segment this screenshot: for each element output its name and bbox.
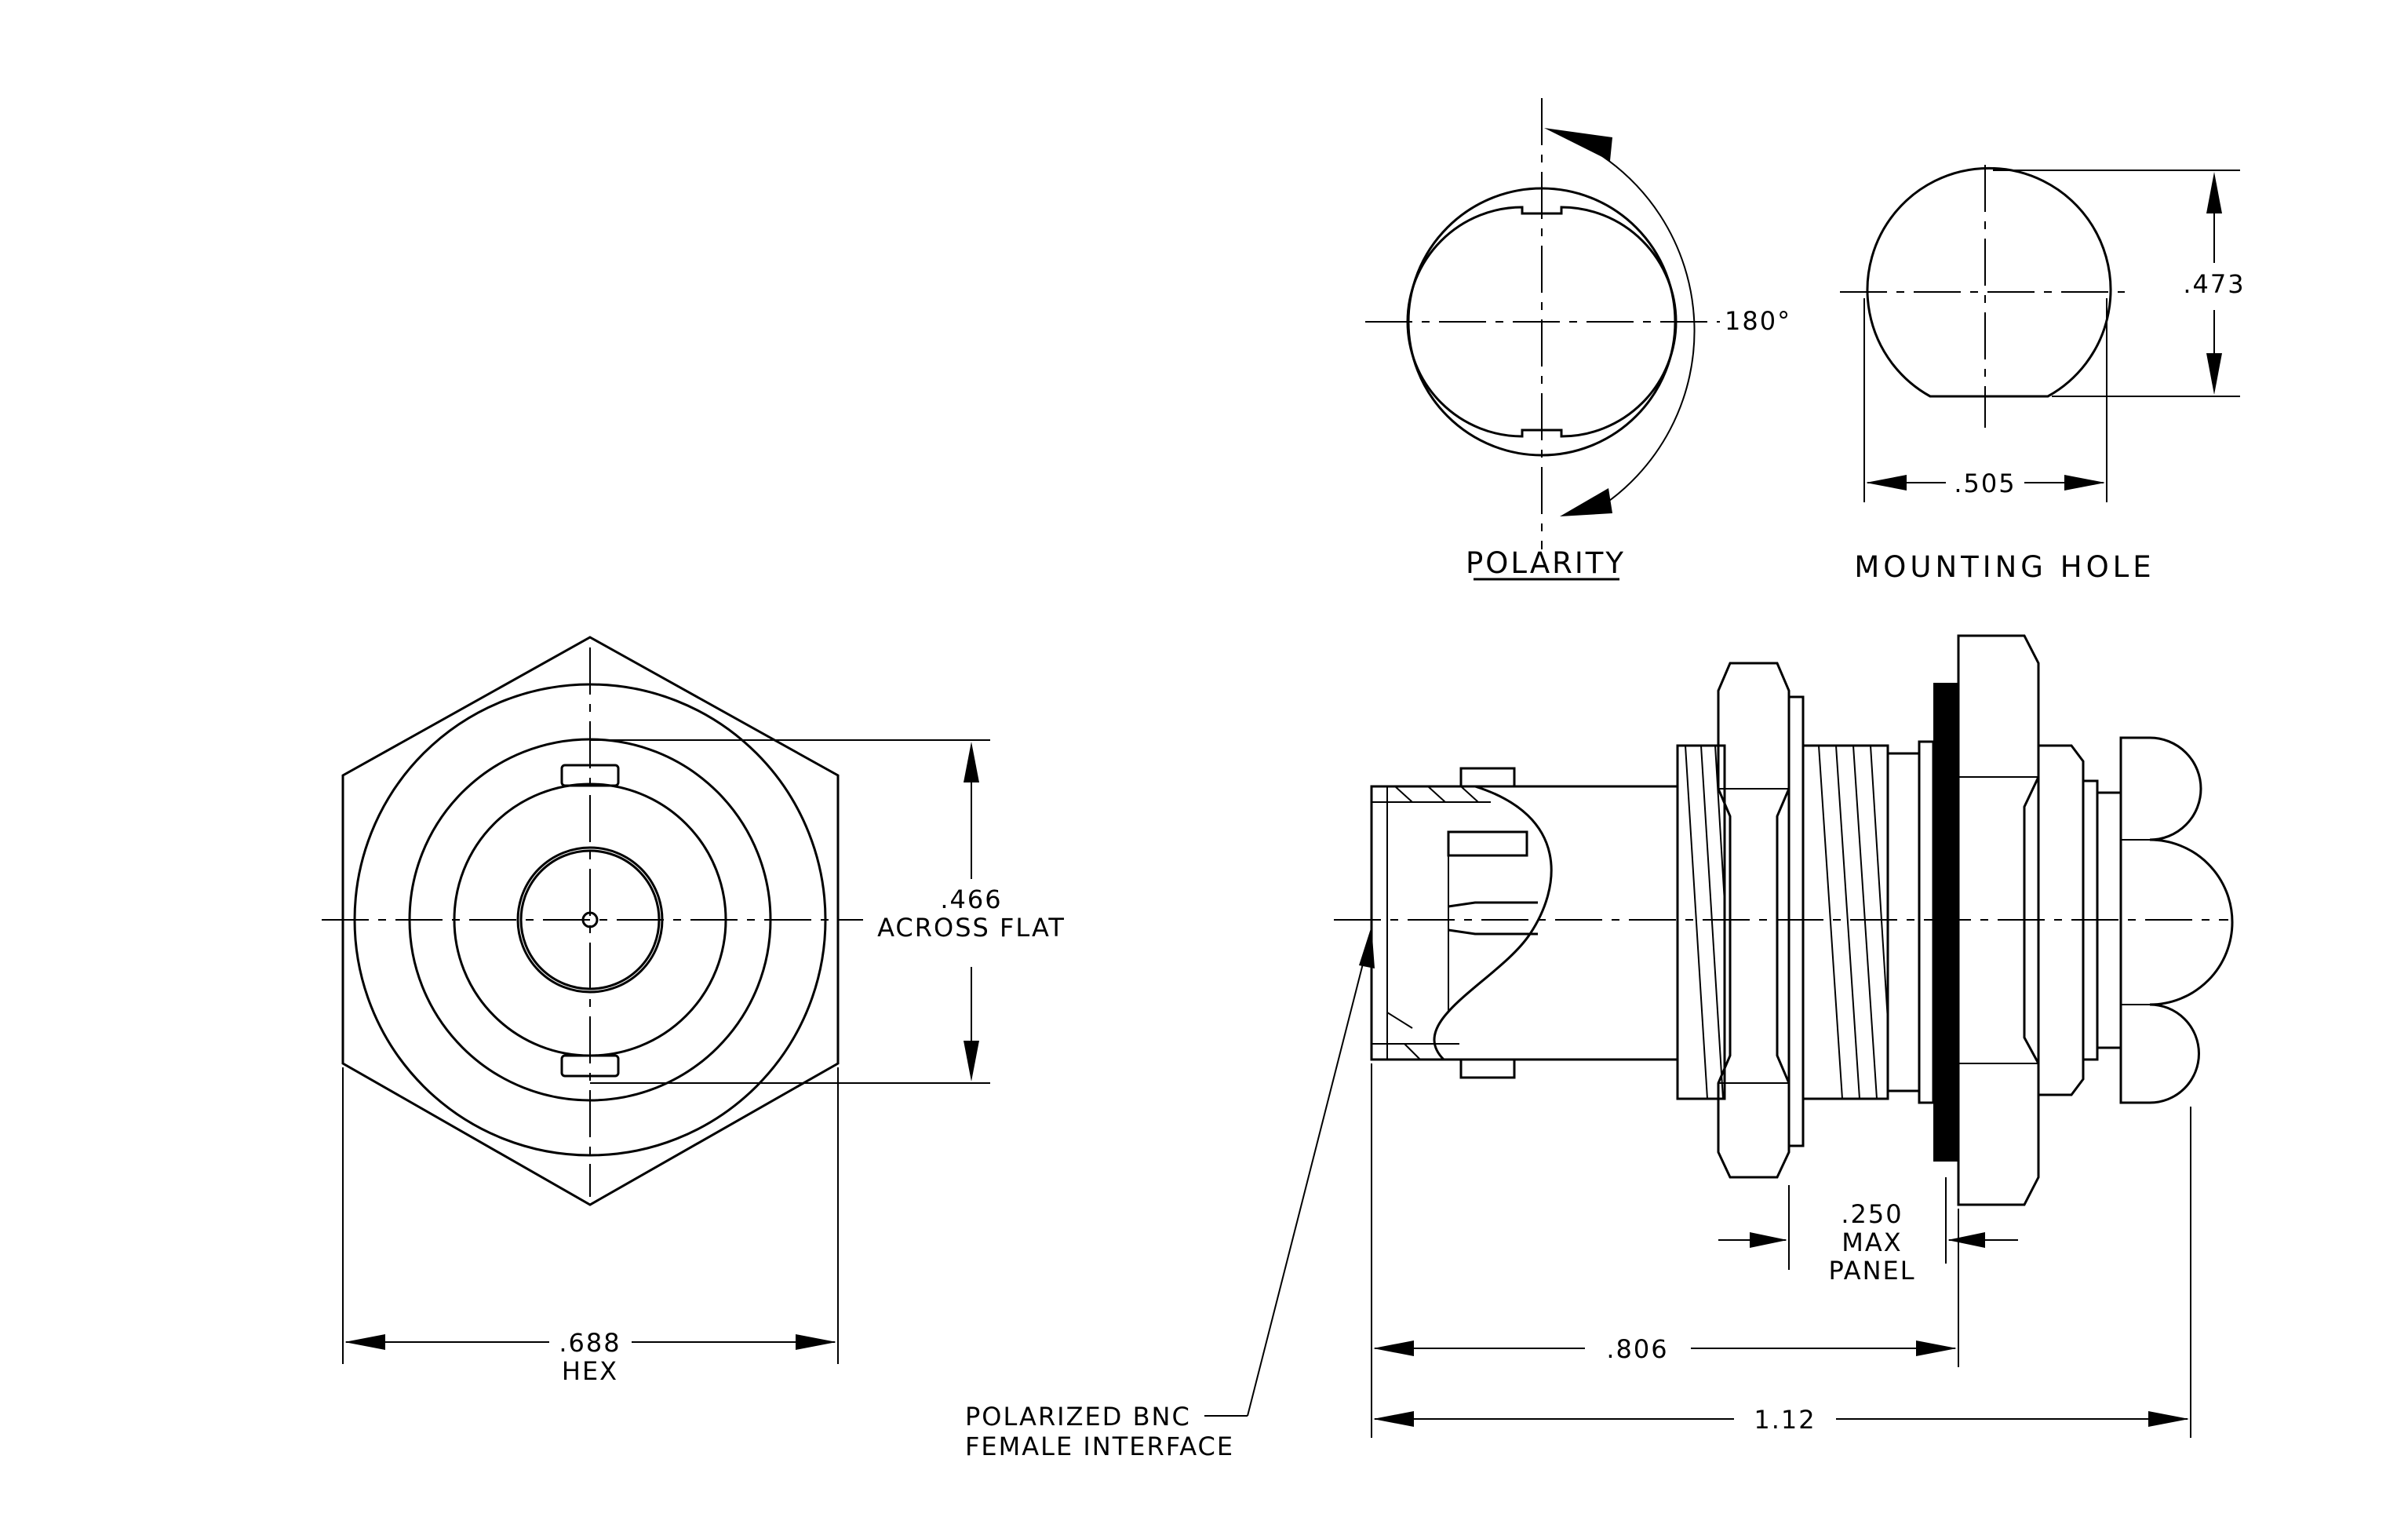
panel-line2: MAX — [1842, 1227, 1902, 1257]
rotation-arrow-top — [1544, 128, 1612, 161]
rear-dome-nut — [2119, 736, 2234, 1104]
threaded-body-right — [1801, 744, 1889, 1100]
hex-nut-outline — [341, 636, 840, 1206]
mounting-width-dim: .505 — [1954, 469, 2016, 498]
barrel-bayonet-lug-top — [1459, 767, 1516, 788]
mounting-height-dim: .473 — [2183, 269, 2245, 299]
mounting-hole-outline — [1866, 166, 2112, 398]
callout-line2: FEMALE INTERFACE — [965, 1432, 1234, 1461]
hex-label: HEX — [562, 1356, 618, 1386]
polarity-keyed-bore — [1406, 206, 1678, 438]
mounting-hole-view: .473 .505 MOUNTING HOLE — [1840, 165, 2245, 584]
panel-value: .250 — [1841, 1199, 1903, 1229]
polarity-angle: 180° — [1725, 306, 1791, 336]
front-view: .466 ACROSS FLAT .688 HEX — [322, 636, 1066, 1386]
polarity-title: POLARITY — [1466, 546, 1626, 580]
rear-collar — [2037, 744, 2085, 1096]
across-flat-label: ACROSS FLAT — [877, 913, 1066, 943]
side-view: .250 MAX PANEL .806 1.12 POLARIZED BNC F… — [965, 634, 2234, 1461]
overall-dim: 1.12 — [1754, 1405, 1816, 1435]
panel-line3: PANEL — [1828, 1256, 1915, 1286]
mounting-hole-title: MOUNTING HOLE — [1854, 550, 2155, 584]
rotation-arrow-bottom — [1560, 488, 1612, 516]
polarity-view: 180° POLARITY — [1365, 98, 1791, 581]
barrel-bayonet-lug-bottom — [1459, 1058, 1516, 1079]
length-dim: .806 — [1606, 1334, 1668, 1364]
bnc-barrel — [1370, 785, 1679, 1061]
callout-leader — [1247, 929, 1372, 1417]
threaded-body-left — [1676, 744, 1726, 1100]
lock-washer — [1787, 695, 1805, 1147]
hex-body-nut — [1957, 634, 2040, 1206]
hex-value: .688 — [559, 1328, 621, 1358]
rotation-arc — [1576, 140, 1696, 512]
across-flat-value: .466 — [940, 885, 1002, 914]
cutaway-curve — [1433, 785, 1553, 1061]
callout-line1: POLARIZED BNC — [965, 1402, 1191, 1432]
panel-gasket — [1933, 683, 1958, 1162]
